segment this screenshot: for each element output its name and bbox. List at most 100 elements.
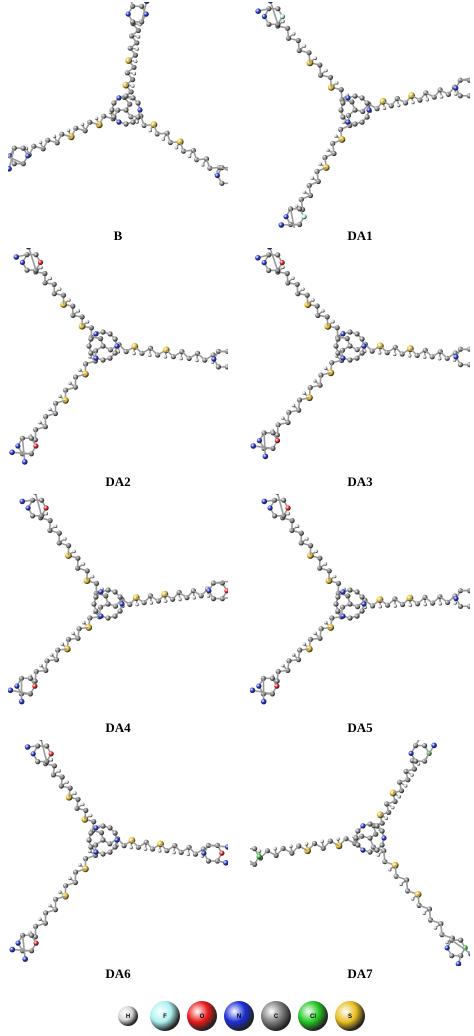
- atom-h: [324, 68, 328, 73]
- atom-o: [32, 683, 38, 689]
- atom-c: [93, 580, 100, 586]
- atom-c: [56, 530, 62, 536]
- atom-c: [352, 121, 358, 127]
- atom-h: [147, 353, 152, 357]
- atom-c: [457, 93, 463, 99]
- bond: [130, 2, 134, 7]
- atom-h: [408, 603, 412, 607]
- atom-c: [374, 823, 380, 829]
- atom-h: [305, 537, 309, 541]
- atom-h: [439, 95, 444, 99]
- atom-h: [174, 145, 179, 150]
- atom-c: [20, 145, 26, 151]
- atom-c: [60, 292, 67, 298]
- atom-h: [410, 773, 414, 777]
- atom-h: [341, 120, 346, 124]
- atom-c: [59, 774, 65, 780]
- atom-n: [119, 601, 125, 607]
- legend-ball-h: [118, 1006, 138, 1026]
- atom-c: [19, 435, 25, 441]
- atom-h: [334, 81, 339, 85]
- atom-s: [83, 577, 91, 584]
- atom-c: [100, 851, 106, 857]
- atom-n: [143, 11, 149, 17]
- atom-c: [359, 119, 365, 125]
- atom-h: [281, 265, 285, 270]
- atom-h: [321, 308, 325, 313]
- atom-c: [347, 615, 353, 621]
- atom-c: [382, 859, 388, 865]
- legend-ball-c: [261, 1001, 291, 1031]
- atom-c: [353, 835, 359, 841]
- atom-o: [33, 443, 39, 449]
- atom-n: [116, 95, 122, 101]
- bond: [460, 348, 470, 351]
- atom-c: [457, 346, 464, 352]
- atom-h: [433, 926, 438, 930]
- atom-c: [75, 796, 81, 802]
- atom-c: [297, 647, 303, 653]
- atom-n: [223, 860, 228, 866]
- atom-h: [48, 903, 52, 908]
- atom-c: [123, 107, 129, 113]
- atom-h: [390, 805, 395, 810]
- atom-n: [278, 222, 285, 228]
- atom-n: [93, 331, 99, 337]
- atom-c: [354, 613, 360, 619]
- atom-c: [335, 608, 341, 614]
- legend-ball-cl: [298, 1001, 328, 1031]
- atom-c: [355, 828, 361, 834]
- atom-o: [279, 260, 285, 266]
- atom-c: [324, 314, 330, 320]
- legend-symbol-o: O: [200, 1014, 205, 1020]
- atom-c: [139, 19, 145, 25]
- atom-h: [179, 356, 183, 361]
- atom-c: [306, 50, 312, 56]
- atom-c: [135, 100, 141, 106]
- atom-n: [453, 85, 459, 91]
- bond: [469, 605, 470, 608]
- atom-h: [172, 850, 176, 855]
- atom-n: [22, 459, 28, 465]
- atom-n: [267, 505, 273, 511]
- atom-n: [24, 744, 31, 750]
- atom-n: [19, 259, 26, 265]
- atom-c: [354, 355, 360, 361]
- bond: [276, 494, 285, 517]
- atom-o: [285, 505, 291, 511]
- atom-c: [352, 93, 358, 99]
- atom-h: [135, 120, 139, 124]
- atom-n: [33, 494, 38, 495]
- atom-c: [272, 513, 278, 519]
- atom-c: [109, 107, 115, 113]
- atom-n: [9, 449, 15, 456]
- atom-h: [68, 381, 72, 385]
- atom-h: [39, 663, 43, 668]
- atom-c: [458, 953, 464, 959]
- panel-da3: DA3: [250, 248, 470, 494]
- atom-c: [457, 77, 463, 83]
- atom-c: [286, 409, 292, 415]
- atom-c: [91, 819, 97, 825]
- atom-h: [320, 839, 324, 844]
- atom-c: [135, 114, 141, 120]
- atom-c: [24, 267, 30, 273]
- atom-n: [137, 107, 143, 113]
- atom-n: [345, 119, 351, 125]
- legend-ball-n: [224, 1001, 254, 1031]
- atom-c: [219, 180, 225, 186]
- atom-c: [359, 336, 365, 342]
- atom-c: [333, 601, 339, 607]
- atom-h: [336, 837, 340, 841]
- atom-c: [44, 759, 50, 765]
- atom-h: [437, 356, 442, 361]
- atom-h: [302, 642, 307, 646]
- atom-c: [364, 114, 370, 120]
- atom-n: [267, 248, 273, 250]
- atom-c: [128, 114, 134, 120]
- atom-h: [129, 845, 133, 850]
- atom-c: [11, 161, 17, 167]
- atom-n: [361, 601, 367, 607]
- atom-c: [93, 608, 99, 614]
- atom-c: [33, 252, 39, 258]
